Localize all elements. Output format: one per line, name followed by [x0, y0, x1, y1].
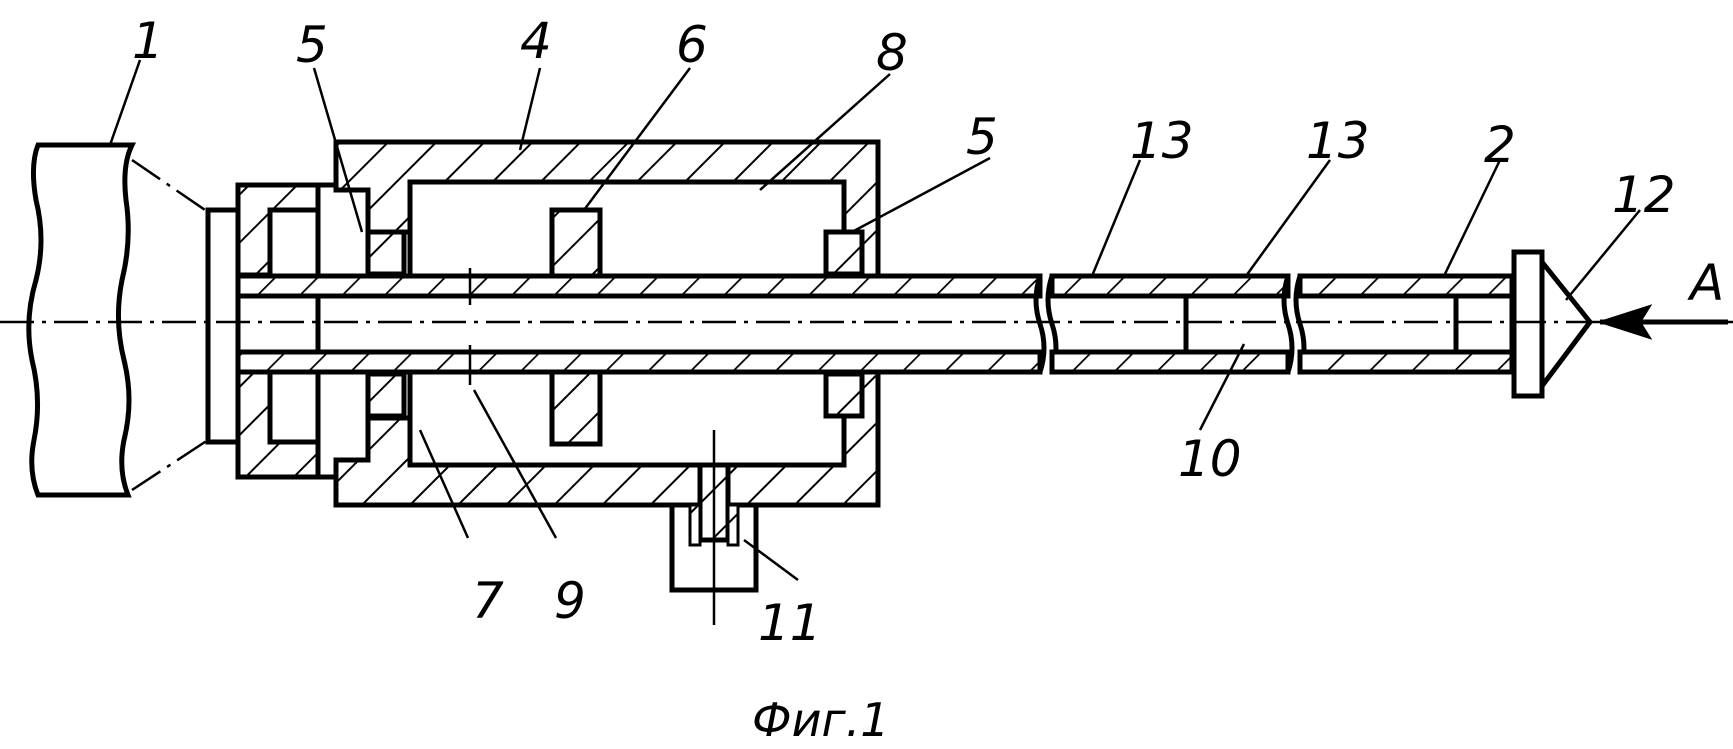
- label-part-5-right: 5: [966, 108, 998, 166]
- adapter-flange: [208, 185, 318, 477]
- seal-left: [368, 232, 404, 416]
- tube-section-middle: [1048, 276, 1292, 372]
- label-part-1: 1: [132, 12, 164, 70]
- label-part-10: 10: [1178, 430, 1242, 488]
- label-part-7: 7: [472, 572, 504, 630]
- label-view-A: A: [1687, 254, 1724, 312]
- tube-section-right: [1296, 276, 1512, 372]
- label-part-13-right: 13: [1306, 112, 1370, 170]
- housing: [318, 142, 878, 505]
- label-part-4: 4: [520, 12, 552, 70]
- label-part-13-left: 13: [1130, 112, 1194, 170]
- label-part-9: 9: [554, 572, 586, 630]
- piston: [552, 210, 600, 444]
- label-part-12: 12: [1612, 166, 1676, 224]
- label-part-2: 2: [1484, 116, 1516, 174]
- seal-right: [826, 232, 862, 416]
- nozzle-tip: [1514, 252, 1590, 396]
- inlet-fitting: [672, 430, 756, 625]
- label-part-6: 6: [676, 16, 708, 74]
- spindle-body: [29, 145, 208, 495]
- label-part-11: 11: [758, 594, 822, 652]
- label-part-5-left: 5: [296, 16, 328, 74]
- label-part-8: 8: [876, 24, 908, 82]
- figure-caption: Фиг.1: [752, 693, 890, 747]
- hollow-tube: [238, 276, 1044, 372]
